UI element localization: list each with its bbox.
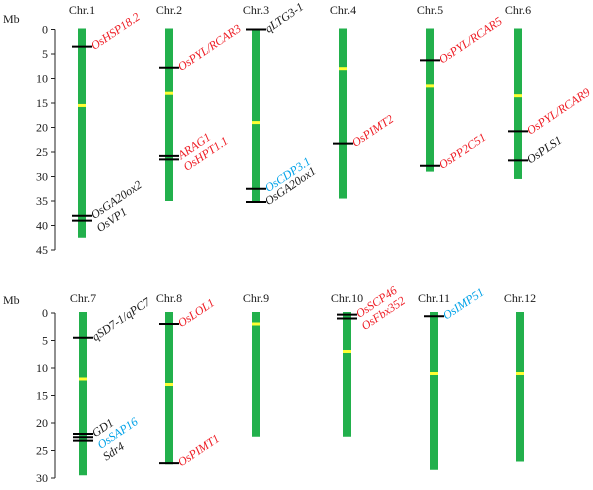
chromosome-bar	[426, 28, 434, 172]
scale-tick-label: 10	[36, 72, 48, 86]
chromosome-chr-9: Chr.9	[243, 291, 269, 437]
centromere-mark	[339, 67, 347, 71]
gene-label: OsHSP18.2	[88, 10, 143, 53]
chromosome-label: Chr.11	[418, 291, 450, 305]
chromosome-bar	[430, 312, 438, 470]
gene-label: OsPYL/RCAR3	[175, 21, 244, 74]
centromere-mark	[165, 383, 173, 386]
gene-label: OsPLS1	[524, 133, 564, 167]
centromere-mark	[426, 84, 434, 88]
centromere-mark	[78, 103, 86, 107]
centromere-mark	[514, 94, 522, 98]
chromosome-label: Chr.1	[69, 3, 95, 17]
chromosome-bar	[343, 312, 351, 437]
centromere-mark	[343, 350, 351, 353]
scale-tick-label: 10	[36, 361, 48, 375]
chromosome-bar	[252, 28, 260, 202]
axis-unit-label: Mb	[3, 12, 20, 26]
gene-label: OsPYL/RCAR5	[436, 14, 505, 67]
scale-tick-label: 25	[36, 444, 48, 458]
chromosome-bar	[252, 312, 260, 437]
centromere-mark	[430, 372, 438, 375]
scale-tick-label: 20	[36, 121, 48, 135]
chromosome-chr-12: Chr.12	[504, 291, 536, 462]
chromosome-label: Chr.9	[243, 291, 269, 305]
scale-tick-label: 30	[36, 471, 48, 485]
centromere-mark	[165, 91, 173, 95]
chromosome-bar	[78, 28, 86, 238]
scale-tick-label: 5	[42, 47, 48, 61]
scale-tick-label: 0	[42, 23, 48, 37]
chromosome-label: Chr.5	[417, 3, 443, 17]
scale-tick-label: 0	[42, 306, 48, 320]
chromosome-label: Chr.10	[331, 291, 363, 305]
scale-tick-label: 30	[36, 170, 48, 184]
axis-unit-label: Mb	[3, 293, 20, 307]
gene-label: OsPIMT1	[175, 431, 222, 469]
chromosome-bar	[165, 28, 173, 201]
chromosome-label: Chr.8	[156, 291, 182, 305]
centromere-mark	[516, 372, 524, 375]
chromosome-label: Chr.12	[504, 291, 536, 305]
scale-tick-label: 15	[36, 96, 48, 110]
scale-tick-label: 40	[36, 219, 48, 233]
chromosome-bar	[514, 28, 522, 179]
chromosome-bar	[516, 312, 524, 462]
centromere-mark	[252, 121, 260, 125]
chromosome-label: Chr.3	[243, 3, 269, 17]
gene-label: OsPIMT2	[349, 112, 396, 150]
scale-tick-label: 5	[42, 334, 48, 348]
scale-tick-label: 20	[36, 416, 48, 430]
panel-1: Mb 0 5 10 15 20 25 30 35 40 45 Chr.1OsHSP18.2OsGA20…	[3, 0, 593, 257]
chromosome-label: Chr.7	[70, 291, 96, 305]
scale-tick-label: 25	[36, 145, 48, 159]
scale-tick-label: 45	[36, 243, 48, 257]
chromosome-label: Chr.2	[156, 3, 182, 17]
chromosome-bar	[339, 28, 347, 199]
scale-tick-label: 15	[36, 389, 48, 403]
centromere-mark	[79, 377, 87, 381]
centromere-mark	[252, 322, 260, 326]
chromosome-bar	[79, 312, 87, 476]
panel-2: Mb 0 5 10 15 20 25 30 Chr.7qSD7-1/qPC7GD1OsSAP16…	[3, 283, 536, 485]
gene-label: qSD7-1/qPC7	[89, 294, 153, 344]
chromosome-label: Chr.4	[330, 3, 356, 17]
scale-tick-label: 35	[36, 194, 48, 208]
gene-label: OsPYL/RCAR9	[524, 85, 593, 138]
chromosome-bar	[165, 312, 173, 465]
gene-label: OsPP2C51	[436, 130, 489, 172]
chromosome-label: Chr.6	[505, 3, 531, 17]
